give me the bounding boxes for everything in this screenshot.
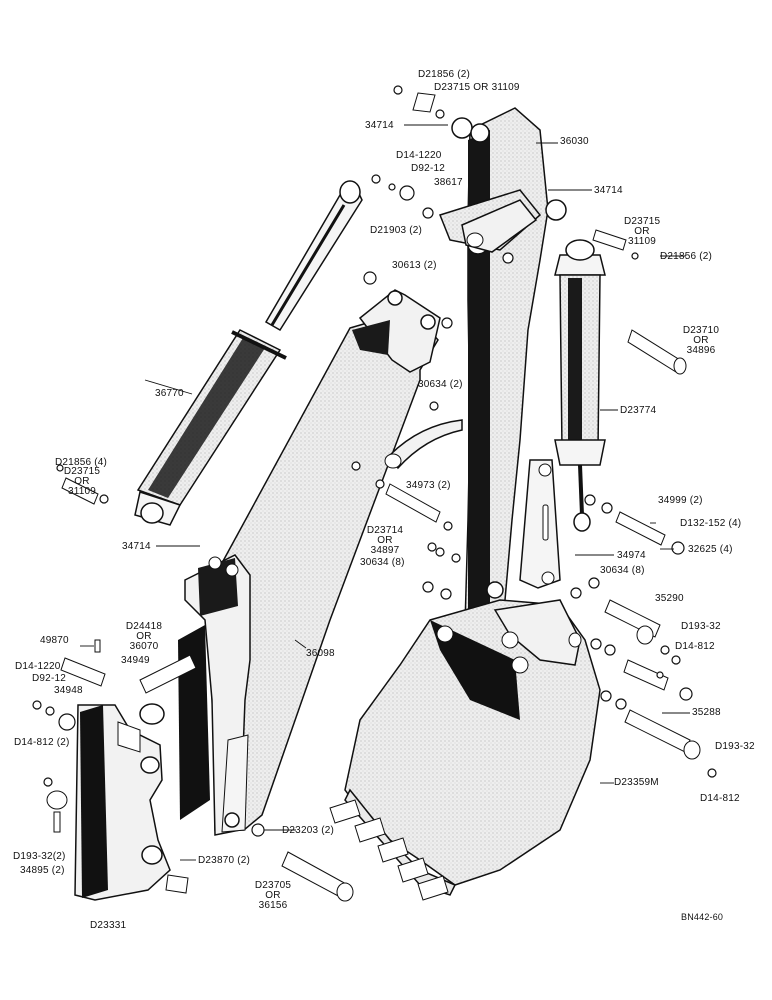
label-d23714-3: 34897	[370, 545, 400, 556]
label-34999: 34999 (2)	[658, 495, 703, 506]
dipper-stick-36030	[439, 107, 567, 642]
label-d21856-right: D21856 (2)	[660, 251, 713, 262]
pins	[46, 92, 701, 902]
label-d23715-left-1: D23715	[63, 466, 101, 477]
leader-lines	[80, 124, 690, 861]
label-d23774: D23774	[620, 405, 657, 416]
label-d23705-3: 36156	[258, 900, 288, 911]
label-34949: 34949	[121, 655, 150, 666]
drawing-number: BN442-60	[681, 912, 724, 922]
label-d23715-right-2: OR	[634, 226, 650, 237]
label-d23715-left-3: 31109	[67, 486, 97, 497]
label-38617: 38617	[434, 177, 463, 188]
boom-cylinder-36770	[134, 180, 363, 526]
label-d23710-3: 34896	[686, 345, 716, 356]
swing-bracket-D23331	[74, 704, 171, 901]
label-d14-1220-top: D14-1220	[396, 150, 442, 161]
label-d14-1220-left: D14-1220	[15, 661, 61, 672]
label-34714-mid: 34714	[594, 185, 623, 196]
label-d23715-right-3: 31109	[627, 236, 657, 247]
label-d23710-2: OR	[693, 335, 709, 346]
link-34973	[384, 419, 463, 470]
label-d24418-2: OR	[136, 631, 152, 642]
label-d193-32-left: D193-32(2)	[13, 851, 66, 862]
label-36030: 36030	[560, 136, 589, 147]
label-d23715-top: D23715 OR 31109	[434, 82, 520, 93]
bucket-D23359M	[329, 599, 601, 901]
label-d23714-2: OR	[377, 535, 393, 546]
label-d23714-1: D23714	[366, 525, 404, 536]
label-34714-top: 34714	[365, 120, 394, 131]
label-d132-152: D132-152 (4)	[680, 518, 742, 529]
label-d14-812-right-top: D14-812	[675, 641, 715, 652]
label-35288: 35288	[692, 707, 721, 718]
label-34974: 34974	[617, 550, 646, 561]
label-34895: 34895 (2)	[20, 865, 65, 876]
label-36098: 36098	[306, 648, 335, 659]
label-d14-812-left: D14-812 (2)	[14, 737, 70, 748]
label-d193-32-right-low: D193-32	[715, 741, 755, 752]
label-30613: 30613 (2)	[392, 260, 437, 271]
label-d23870: D23870 (2)	[198, 855, 251, 866]
label-d21856-top: D21856 (2)	[418, 69, 471, 80]
label-d92-12-top: D92-12	[411, 163, 445, 174]
label-34714-low: 34714	[122, 541, 151, 552]
link-34974	[519, 459, 561, 589]
label-d21856-left: D21856 (4)	[55, 457, 108, 468]
label-35290: 35290	[655, 593, 684, 604]
nuts-and-washers	[32, 85, 717, 837]
label-d23705-2: OR	[265, 890, 281, 901]
label-d193-32-right-top: D193-32	[681, 621, 721, 632]
label-d24418-3: 36070	[129, 641, 159, 652]
label-d23710-1: D23710	[682, 325, 720, 336]
label-d21903: D21903 (2)	[370, 225, 423, 236]
label-30634-8b: 30634 (8)	[600, 565, 645, 576]
label-30634-8a: 30634 (8)	[360, 557, 405, 568]
label-d23203: D23203 (2)	[282, 825, 335, 836]
label-30634-top: 30634 (2)	[418, 379, 463, 390]
boom-36098	[178, 289, 441, 836]
label-d24418-1: D24418	[125, 621, 163, 632]
label-d92-12-left: D92-12	[32, 673, 66, 684]
label-34973: 34973 (2)	[406, 480, 451, 491]
label-d23715-left-2: OR	[74, 476, 90, 487]
label-d23715-right-1: D23715	[624, 216, 661, 227]
label-d23359m: D23359M	[614, 777, 659, 788]
label-d14-812-right-low: D14-812	[700, 793, 740, 804]
label-36770: 36770	[155, 388, 184, 399]
label-49870: 49870	[40, 635, 69, 646]
label-34948: 34948	[54, 685, 83, 696]
bucket-cylinder-D23774	[554, 239, 606, 532]
label-d23705-1: D23705	[254, 880, 292, 891]
label-d23331: D23331	[90, 920, 127, 931]
label-32625: 32625 (4)	[688, 544, 733, 555]
